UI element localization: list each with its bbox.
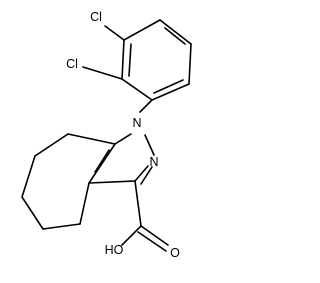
carboxylic-acid-group <box>121 180 169 252</box>
bond-aryl-n1 <box>139 99 153 113</box>
pyrazole-ring <box>88 133 155 185</box>
nitrogen-label-n2: N <box>149 155 158 169</box>
bond-cl-left <box>82 66 123 80</box>
carbonyl-oxygen-label: O <box>170 246 180 260</box>
bond-cl-top <box>104 25 125 41</box>
dichlorophenyl-ring <box>121 19 192 101</box>
molecule-structure: Cl Cl N N HO O <box>21 10 192 260</box>
chlorine-label-top: Cl <box>90 10 102 24</box>
hydroxyl-label: HO <box>105 243 124 257</box>
nitrogen-label-n1: N <box>132 116 141 130</box>
cycloheptane-ring <box>21 133 116 230</box>
chlorine-label-left: Cl <box>66 57 78 71</box>
